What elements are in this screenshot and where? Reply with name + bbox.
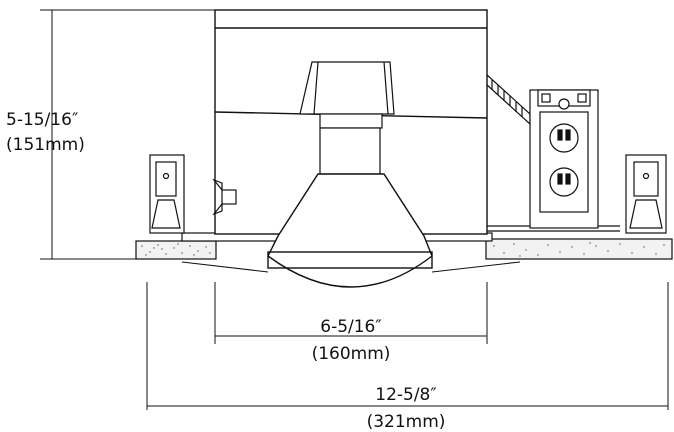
- lamp-socket: [299, 61, 395, 175]
- height-imperial-label: 5-15/16″: [6, 110, 78, 130]
- flex-conduit: [485, 72, 531, 126]
- ceiling-board-left: [135, 240, 217, 260]
- reflector-lamp: [267, 173, 433, 288]
- ceiling-board-right: [485, 238, 673, 260]
- height-metric-label: (151mm): [6, 135, 85, 155]
- wing-nut-icon: [212, 178, 237, 216]
- housing-width-imperial-label: 6-5/16″: [320, 317, 381, 337]
- mounting-bracket-left: [149, 154, 185, 234]
- overall-width-dimension: [146, 282, 669, 410]
- knockout-bottom-icon: [549, 167, 579, 197]
- knockout-top-icon: [549, 123, 579, 153]
- height-dimension: [40, 9, 215, 260]
- housing-width-dimension: [214, 282, 488, 344]
- trim-flange: [181, 261, 521, 273]
- housing-width-metric-label: (160mm): [312, 344, 391, 364]
- overall-width-imperial-label: 12-5/8″: [375, 385, 436, 405]
- mounting-bracket-right: [625, 154, 667, 234]
- overall-width-metric-label: (321mm): [367, 412, 446, 432]
- junction-box: [529, 89, 599, 229]
